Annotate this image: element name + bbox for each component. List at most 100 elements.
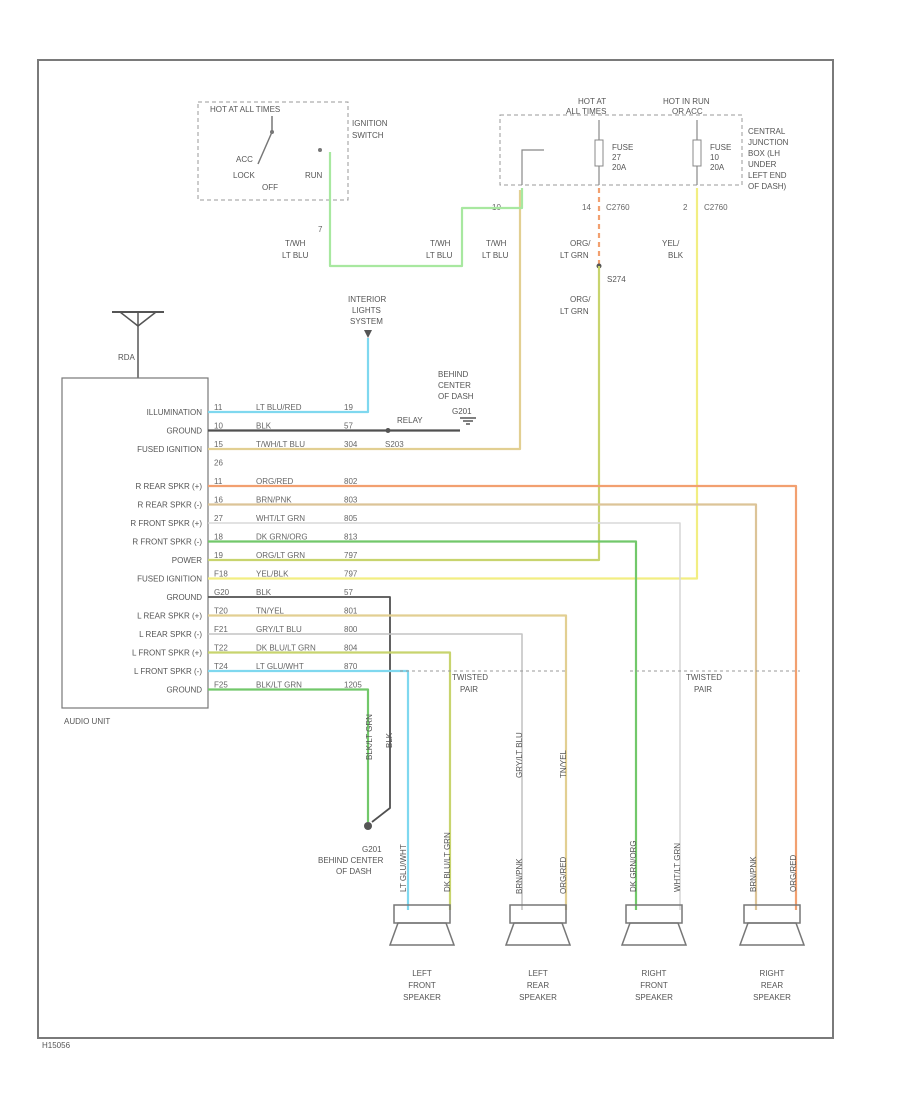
vlabel-lr-neg: GRY/LT BLU bbox=[515, 732, 524, 778]
twisted-pair-right-2: PAIR bbox=[694, 685, 712, 694]
speaker-label: FRONT bbox=[640, 981, 668, 990]
jb-fuse2-2: 10 bbox=[710, 153, 719, 162]
terminal-circuit: 304 bbox=[344, 440, 358, 449]
interior-lights-2: LIGHTS bbox=[352, 306, 381, 315]
vertical-wire-labels: LT GLU/WHT DK BLU/LT GRN GRY/LT BLU TN/Y… bbox=[365, 714, 798, 894]
ignition-switch: HOT AT ALL TIMES IGNITION SWITCH ACC LOC… bbox=[197, 101, 388, 201]
speaker-label: SPEAKER bbox=[519, 993, 557, 1002]
org-lg1-b: LT GRN bbox=[560, 251, 589, 260]
wires bbox=[208, 152, 800, 910]
jb-name-1: CENTRAL bbox=[748, 127, 786, 136]
jb-pin-2: 14 bbox=[582, 203, 591, 212]
terminal-circuit: 797 bbox=[344, 570, 358, 579]
vlabel-rf-pos: WHT/LT GRN bbox=[673, 843, 682, 892]
speaker-cone-icon bbox=[738, 922, 806, 946]
terminal-pin: T20 bbox=[214, 607, 228, 616]
ignition-run-terminal bbox=[318, 148, 322, 152]
terminal-wire-color: BLK bbox=[256, 422, 272, 431]
terminal-wire-color: TN/YEL bbox=[256, 607, 285, 616]
jb-hot-all-2: ALL TIMES bbox=[566, 107, 606, 116]
speakers: LEFTFRONTSPEAKERLEFTREARSPEAKERRIGHTFRON… bbox=[388, 904, 806, 1002]
wire-power bbox=[208, 266, 601, 562]
splice-s274: S274 bbox=[607, 275, 626, 284]
terminal-label: ILLUMINATION bbox=[147, 408, 203, 417]
speaker-label: REAR bbox=[527, 981, 549, 990]
terminal-label: L FRONT SPKR (-) bbox=[134, 667, 202, 676]
tan-lb2-b: LT BLU bbox=[426, 251, 453, 260]
terminal-label: R FRONT SPKR (+) bbox=[130, 519, 202, 528]
tan-lb2-a: T/WH bbox=[430, 239, 451, 248]
terminal-label: FUSED IGNITION bbox=[137, 575, 202, 584]
interior-lights-1: INTERIOR bbox=[348, 295, 386, 304]
terminal-circuit: 800 bbox=[344, 625, 358, 634]
diagram-frame bbox=[37, 59, 834, 1039]
vlabel-ground-2: BLK bbox=[385, 732, 394, 748]
terminal-pin: 27 bbox=[214, 514, 223, 523]
terminal-pin: 10 bbox=[214, 422, 223, 431]
jb-fuse2-3: 20A bbox=[710, 163, 725, 172]
terminal-pin: F25 bbox=[214, 681, 228, 690]
ground-top-relay: RELAY bbox=[397, 416, 423, 425]
ground-top-icon bbox=[460, 417, 476, 425]
wire-r-front-neg bbox=[208, 540, 638, 910]
vlabel-lf-pos: DK BLU/LT GRN bbox=[443, 832, 452, 892]
speaker-cone-icon bbox=[504, 922, 572, 946]
antenna: RDA bbox=[112, 311, 164, 378]
ignition-switch-box bbox=[197, 101, 349, 201]
terminal-wire-color: WHT/LT GRN bbox=[256, 514, 305, 523]
wire-r-rear-pos bbox=[208, 484, 798, 910]
junction-box-outline bbox=[499, 114, 743, 186]
terminal-label: L REAR SPKR (-) bbox=[139, 630, 202, 639]
ground-bottom-terminal-icon bbox=[364, 822, 372, 830]
ignition-pos-acc: ACC bbox=[236, 155, 253, 164]
fuse-27-icon bbox=[594, 139, 604, 167]
terminal-pin: 26 bbox=[214, 459, 223, 468]
terminal-circuit: 870 bbox=[344, 662, 358, 671]
twisted-pair-left-1: TWISTED bbox=[452, 673, 488, 682]
terminal-wire-color: GRY/LT BLU bbox=[256, 625, 302, 634]
jb-name-6: OF DASH) bbox=[748, 182, 787, 191]
wire-fused-ignition-yel bbox=[208, 188, 699, 580]
terminal-label: L FRONT SPKR (+) bbox=[132, 649, 202, 658]
tan-lb1-b: LT BLU bbox=[282, 251, 309, 260]
wire-fused-ignition-tan bbox=[208, 190, 522, 451]
terminal-wire-color: ORG/LT GRN bbox=[256, 551, 305, 560]
ground-bottom-2: OF DASH bbox=[336, 867, 372, 876]
speaker: LEFT REAR SPEAKER bbox=[504, 904, 572, 1002]
fuse-10-icon bbox=[692, 139, 702, 167]
terminal-label: R REAR SPKR (+) bbox=[136, 482, 203, 491]
terminal-label: GROUND bbox=[166, 593, 202, 602]
speaker-label: SPEAKER bbox=[403, 993, 441, 1002]
vlabel-rr-pos: ORG/RED bbox=[789, 854, 798, 892]
terminal-wire-color: DK GRN/ORG bbox=[256, 533, 308, 542]
speaker-magnet bbox=[393, 904, 451, 924]
terminal-label: POWER bbox=[172, 556, 202, 565]
speaker-magnet bbox=[625, 904, 683, 924]
terminal-pin: T24 bbox=[214, 662, 228, 671]
ground-bottom-conn: G201 bbox=[362, 845, 382, 854]
speaker-label: LEFT bbox=[528, 969, 548, 978]
jb-fuse1-2: 27 bbox=[612, 153, 621, 162]
wire-r-front-pos bbox=[208, 522, 681, 910]
speaker-label: RIGHT bbox=[760, 969, 785, 978]
audio-unit-title: AUDIO UNIT bbox=[64, 717, 110, 726]
ignition-pos-off: OFF bbox=[262, 183, 278, 192]
terminal-pin: T22 bbox=[214, 644, 228, 653]
audio-unit-box bbox=[61, 377, 209, 709]
relay-node bbox=[385, 428, 391, 433]
terminal-circuit: 803 bbox=[344, 496, 358, 505]
terminal-circuit: 1205 bbox=[344, 681, 362, 690]
speaker-label: FRONT bbox=[408, 981, 436, 990]
terminal-circuit: 802 bbox=[344, 477, 358, 486]
terminal-label: R REAR SPKR (-) bbox=[138, 501, 203, 510]
speaker-label: SPEAKER bbox=[753, 993, 791, 1002]
interior-lights-connector-icon bbox=[364, 330, 372, 338]
jb-fuse1-1: FUSE bbox=[612, 143, 633, 152]
terminal-pin: 11 bbox=[214, 403, 223, 412]
yel-blk-b: BLK bbox=[668, 251, 684, 260]
vlabel-lr-neg-low: BRN/PNK bbox=[515, 858, 524, 894]
terminal-wire-color: LT GLU/WHT bbox=[256, 662, 304, 671]
